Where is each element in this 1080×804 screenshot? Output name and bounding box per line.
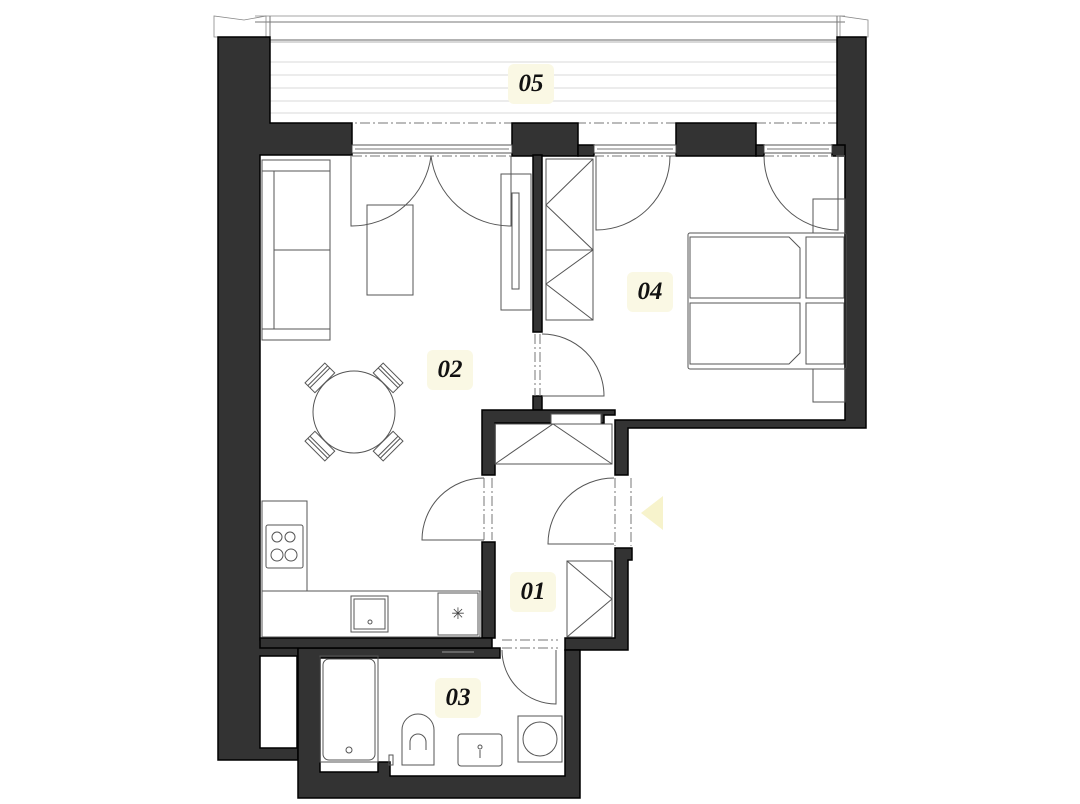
wardrobe <box>545 158 594 321</box>
sink-icon <box>350 595 389 633</box>
living-room-furniture: ✳ <box>261 155 605 638</box>
washing-machine-icon <box>517 715 563 763</box>
entrance-arrow-icon <box>641 496 663 530</box>
sofa <box>261 159 331 341</box>
hall-furniture <box>494 413 632 705</box>
balcony-area <box>213 15 869 124</box>
toilet-icon <box>388 713 435 766</box>
room-label-05[interactable]: 05 <box>508 64 554 104</box>
bathtub-icon <box>319 655 379 763</box>
tv-stand <box>500 173 532 311</box>
room-label-03[interactable]: 03 <box>435 678 481 718</box>
fridge-icon: ✳ <box>437 592 479 636</box>
room-label-02[interactable]: 02 <box>427 350 473 390</box>
room-label-04[interactable]: 04 <box>627 272 673 312</box>
cooktop-icon <box>265 524 304 569</box>
double-bed <box>687 198 847 403</box>
room-label-01[interactable]: 01 <box>510 572 556 612</box>
kitchen-counter: ✳ <box>261 500 481 638</box>
windows <box>351 144 845 157</box>
dining-table <box>304 362 404 462</box>
svg-text:✳: ✳ <box>451 604 464 623</box>
bathroom-fixtures <box>319 651 563 767</box>
bedroom-furniture <box>545 155 847 403</box>
washbasin-icon <box>457 733 503 767</box>
coffee-table <box>366 204 414 296</box>
walls <box>217 36 867 799</box>
